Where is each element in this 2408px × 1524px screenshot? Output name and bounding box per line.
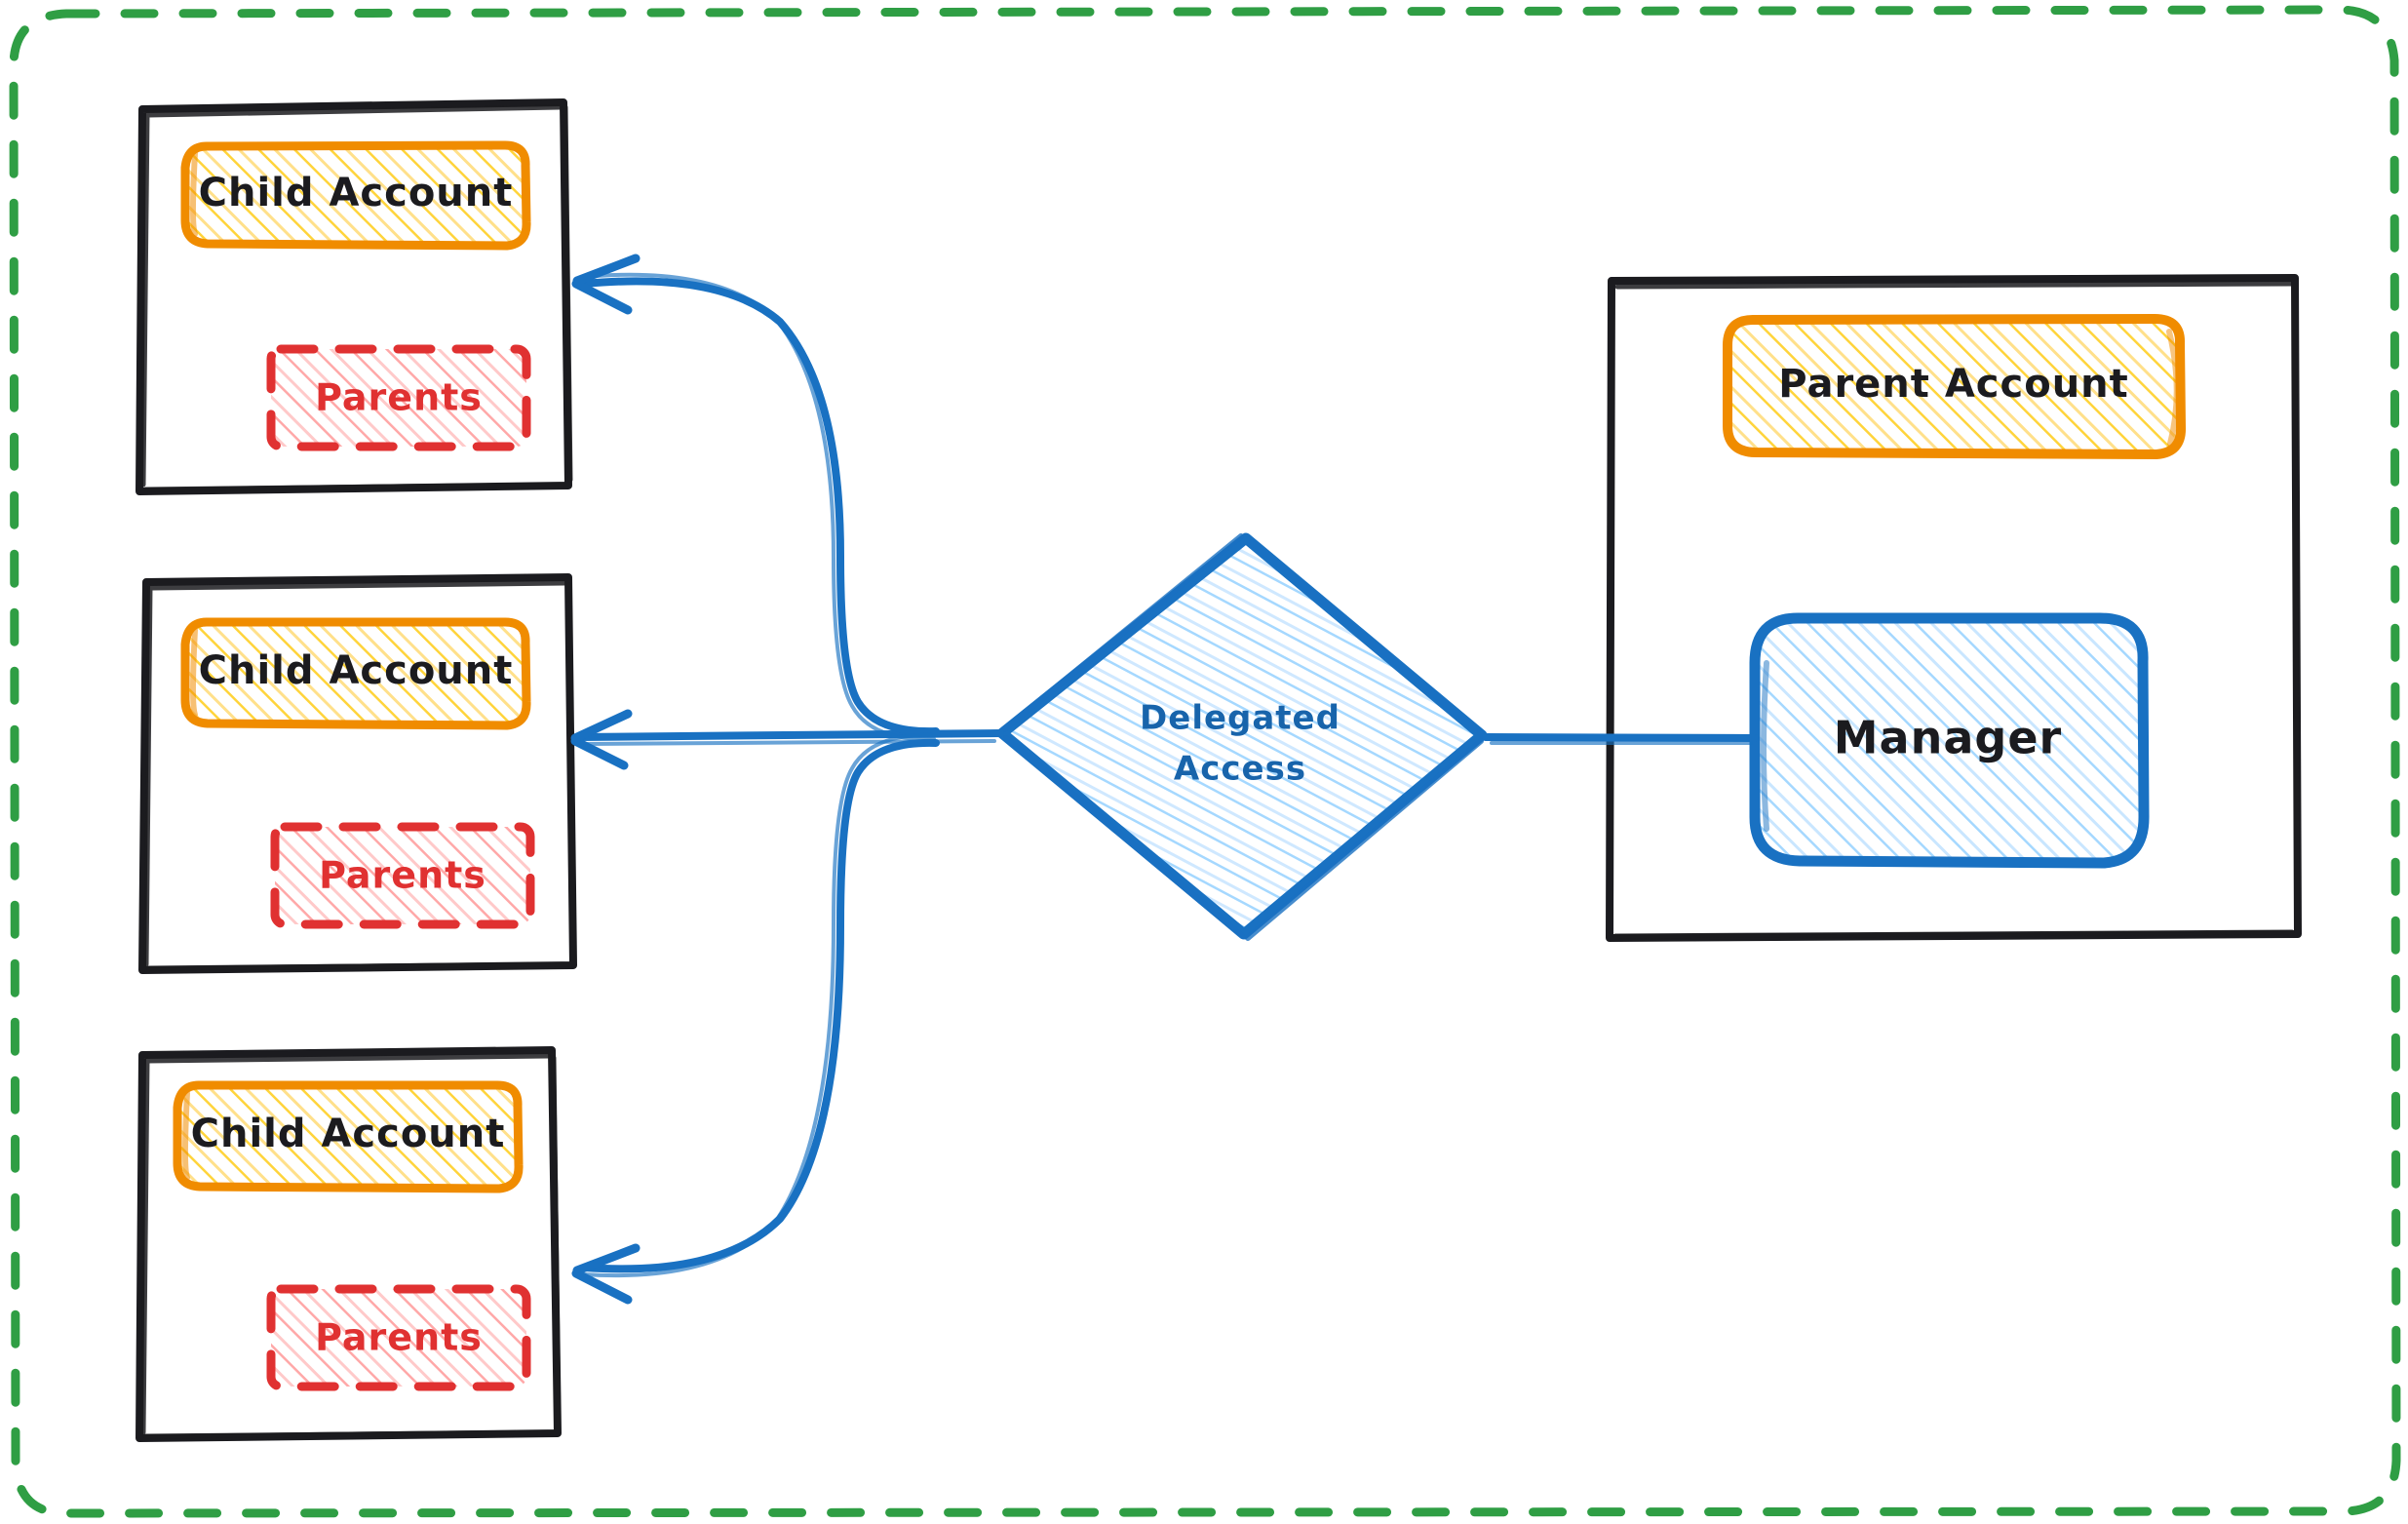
delegated-access-label-line1: Delegated <box>1140 699 1340 738</box>
child-account-container-3[interactable]: Child Account Parents <box>136 1046 562 1442</box>
child-account-label-2: Child Account <box>199 648 514 693</box>
parents-node-3[interactable]: Parents <box>266 1284 531 1391</box>
parents-label-3: Parents <box>315 1316 483 1359</box>
parents-node-2[interactable]: Parents <box>270 822 535 929</box>
parents-label-1: Parents <box>315 376 483 419</box>
child-account-node-1[interactable]: Child Account <box>180 140 531 251</box>
child-account-container-1[interactable]: Child Account Parents <box>136 98 573 495</box>
parents-label-2: Parents <box>319 854 486 897</box>
edge-manager-to-delegated[interactable] <box>1482 733 1759 745</box>
edge-delegated-to-child-1[interactable] <box>571 254 940 742</box>
parent-account-container[interactable]: Parent Account Manager <box>1606 274 2302 942</box>
outer-boundary <box>9 5 2401 1518</box>
child-account-container-2[interactable]: Child Account Parents <box>138 573 577 974</box>
child-account-label-3: Child Account <box>191 1112 506 1156</box>
edge-delegated-to-child-3[interactable] <box>571 732 940 1305</box>
parent-account-node[interactable]: Parent Account <box>1723 313 2186 460</box>
parents-node-1[interactable]: Parents <box>266 344 531 451</box>
child-account-label-1: Child Account <box>199 171 514 215</box>
delegated-access-diamond[interactable]: Delegated Access <box>996 532 1489 941</box>
delegated-access-label-line2: Access <box>1174 750 1306 789</box>
manager-node[interactable]: Manager <box>1749 612 2150 869</box>
manager-label: Manager <box>1834 712 2062 764</box>
parent-account-label: Parent Account <box>1778 362 2129 407</box>
child-account-node-3[interactable]: Child Account <box>173 1080 524 1193</box>
child-account-node-2[interactable]: Child Account <box>180 617 531 730</box>
